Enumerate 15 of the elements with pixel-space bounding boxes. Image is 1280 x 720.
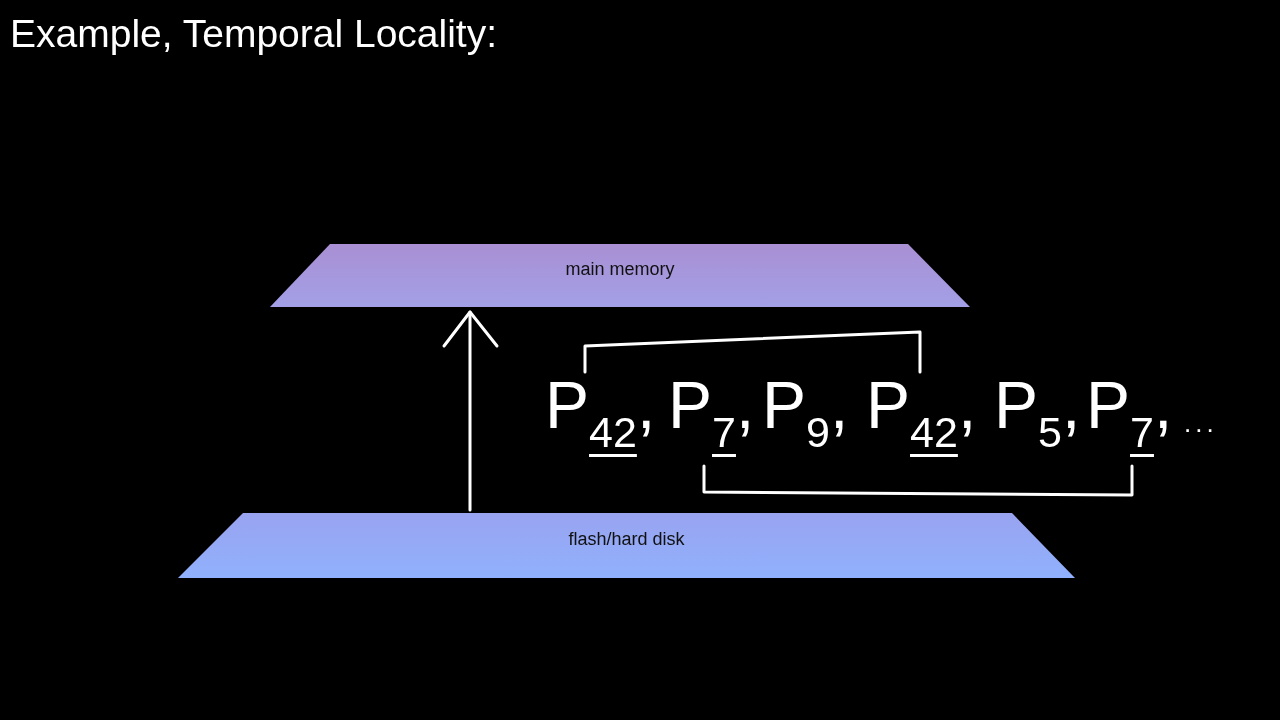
slide-title: Example, Temporal Locality:	[10, 11, 497, 57]
page-reference-text: P$_{5}$,	[994, 372, 1081, 466]
page-reference-text: P$_{9}$,	[762, 372, 849, 466]
bracket-connector	[583, 330, 922, 374]
page-reference-text: P$_{7}$,	[668, 372, 755, 466]
page-reference-text: P$_{42}$,	[866, 372, 977, 466]
tier-label: main memory	[565, 258, 675, 281]
memory-tier-trapezoid	[178, 513, 1075, 578]
arrow	[442, 310, 499, 512]
page-reference-text: P$_{42}$,	[545, 372, 656, 466]
memory-tier-trapezoid	[270, 244, 970, 307]
page-reference-text: P$_{7}$,	[1086, 372, 1173, 466]
tier-label: flash/hard disk	[568, 528, 685, 551]
ellipsis-text: ...	[1184, 410, 1218, 436]
bracket-connector	[702, 464, 1134, 497]
